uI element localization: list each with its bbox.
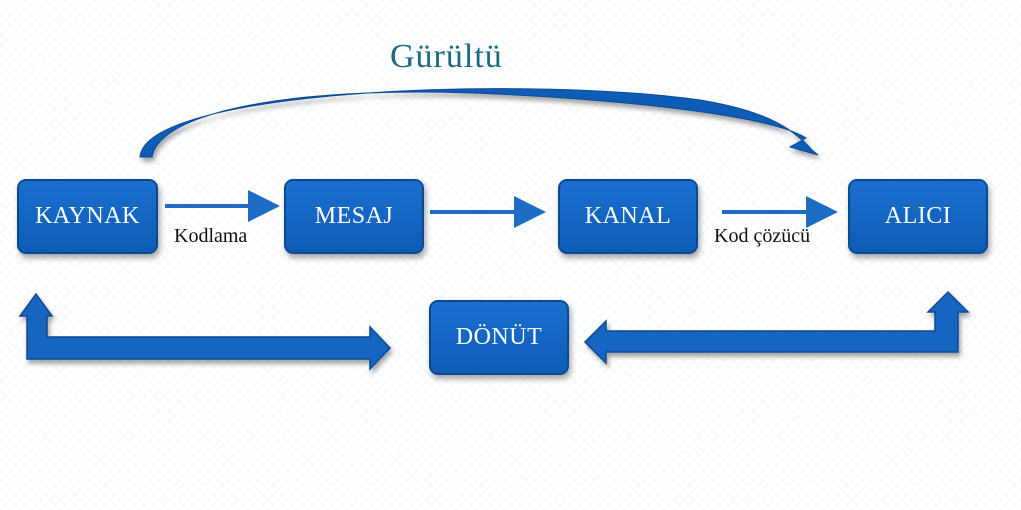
noise-label: Gürültü	[390, 38, 503, 75]
feedback-right-arrow	[583, 290, 970, 365]
label-decoding: Kod çözücü	[714, 225, 811, 247]
node-feedback: DÖNÜT	[429, 300, 569, 375]
noise-curve-arrow	[139, 88, 819, 158]
node-message: MESAJ	[284, 179, 424, 254]
feedback-left-arrow	[18, 292, 392, 371]
node-channel: KANAL	[558, 179, 698, 254]
node-receiver: ALICI	[848, 179, 988, 254]
label-encoding: Kodlama	[174, 225, 248, 247]
node-source: KAYNAK	[17, 179, 158, 254]
